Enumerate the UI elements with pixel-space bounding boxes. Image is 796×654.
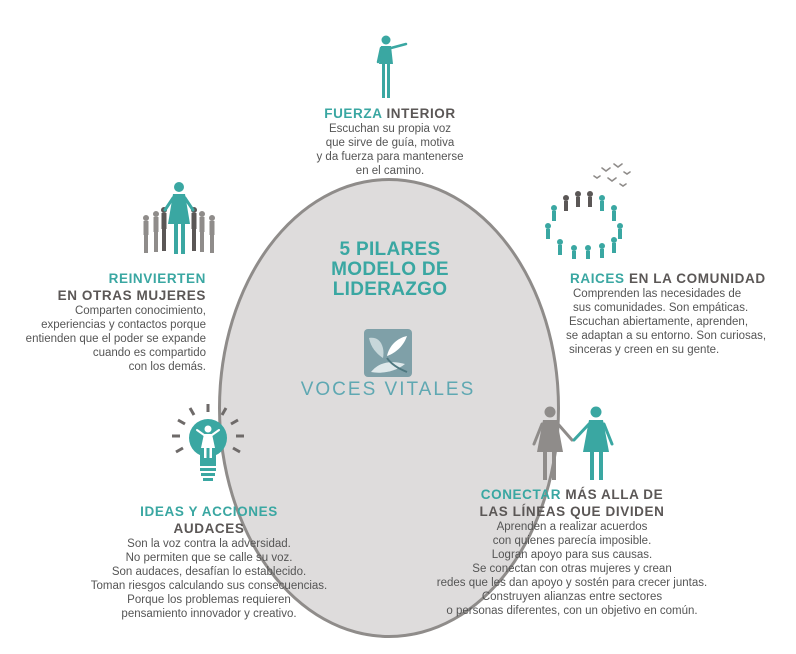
center-title: 5 PILARES MODELO DE LIDERAZGO <box>300 240 480 300</box>
woman-raised-arms-icon <box>376 35 408 98</box>
pillar-conectar: CONECTAR MÁS ALLA DE LAS LÍNEAS QUE DIVI… <box>420 486 724 618</box>
body-line: Son la voz contra la adversidad. <box>127 538 291 550</box>
body-line: Toman riesgos calculando sus consecuenci… <box>90 580 328 592</box>
voces-vitales-logo-icon <box>364 329 412 377</box>
pillar-ideas-heading-line2: AUDACES <box>173 521 245 536</box>
community-circle-birds-icon <box>545 163 631 259</box>
pillar-raices-heading: RAICES EN LA COMUNIDAD <box>570 270 792 287</box>
heading-rest: EN LA COMUNIDAD <box>624 271 766 286</box>
body-line: Porque los problemas requieren <box>127 594 291 606</box>
body-line: Son audaces, desafían lo establecido. <box>111 566 307 578</box>
body-line: Logran apoyo para sus causas. <box>491 549 653 561</box>
center-title-line: 5 PILARES <box>339 239 441 260</box>
two-women-holding-hands-icon <box>532 406 614 480</box>
body-line: Comparten conocimiento, <box>74 305 206 317</box>
body-line: Construyen alianzas entre sectores <box>481 591 663 603</box>
center-title-line: MODELO DE <box>331 259 449 280</box>
body-line: en el camino. <box>355 165 425 177</box>
body-line: y da fuerza para mantenerse <box>316 151 464 163</box>
body-line: que sirve de guía, motiva <box>325 137 455 149</box>
body-line: redes que les dan apoyo y sostén para cr… <box>436 577 708 589</box>
pillar-ideas: IDEAS Y ACCIONES AUDACES Son la voz cont… <box>78 503 340 621</box>
body-line: entienden que el poder se expande <box>25 333 206 345</box>
pillar-fuerza-heading: FUERZA INTERIOR <box>300 105 480 122</box>
body-line: Escuchan abiertamente, aprenden, <box>569 316 749 328</box>
body-line: con los demás. <box>128 361 206 373</box>
pillar-conectar-heading-line2: LAS LÍNEAS QUE DIVIDEN <box>479 504 665 519</box>
body-line: cuando es compartido <box>92 347 206 359</box>
pillar-reinvierten: REINVIERTEN EN OTRAS MUJERES Comparten c… <box>6 270 206 374</box>
body-line: Escuchan su propia voz <box>328 123 452 135</box>
pillar-raices: RAICES EN LA COMUNIDAD Comprenden las ne… <box>566 270 792 357</box>
center-circle <box>218 178 560 638</box>
lightbulb-woman-icon <box>172 404 244 481</box>
woman-leading-group-icon <box>143 182 215 254</box>
heading-accent: FUERZA <box>324 106 383 121</box>
pillar-fuerza: FUERZA INTERIOR Escuchan su propia voz q… <box>300 105 480 178</box>
body-line: sinceras y creen en su gente. <box>569 344 720 356</box>
body-line: No permiten que se calle su voz. <box>125 552 293 564</box>
body-line: se adaptan a su entorno. Son curiosas, <box>566 330 767 342</box>
heading-accent: CONECTAR <box>480 487 562 502</box>
heading-rest: INTERIOR <box>382 106 456 121</box>
body-line: sus comunidades. Son empáticas. <box>573 302 749 314</box>
pillar-conectar-heading: CONECTAR MÁS ALLA DE <box>420 486 724 503</box>
body-line: con quienes parecía imposible. <box>492 535 652 547</box>
body-line: experiencias y contactos porque <box>41 319 206 331</box>
body-line: Aprenden a realizar acuerdos <box>496 521 648 533</box>
logo-text: VOCES VITALES <box>300 379 476 400</box>
body-line: Comprenden las necesidades de <box>573 288 742 300</box>
heading-rest: MÁS ALLA DE <box>561 487 664 502</box>
body-line: o personas diferentes, con un objetivo e… <box>446 605 698 617</box>
body-line: pensamiento innovador y creativo. <box>121 608 297 620</box>
pillar-reinvierten-heading: REINVIERTEN <box>108 271 206 286</box>
heading-accent: RAICES <box>570 271 625 286</box>
body-line: Se conectan con otras mujeres y crean <box>472 563 672 575</box>
center-title-line: LIDERAZGO <box>332 279 448 300</box>
pillar-ideas-heading: IDEAS Y ACCIONES <box>140 504 278 519</box>
pillar-reinvierten-heading-line2: EN OTRAS MUJERES <box>57 288 206 303</box>
